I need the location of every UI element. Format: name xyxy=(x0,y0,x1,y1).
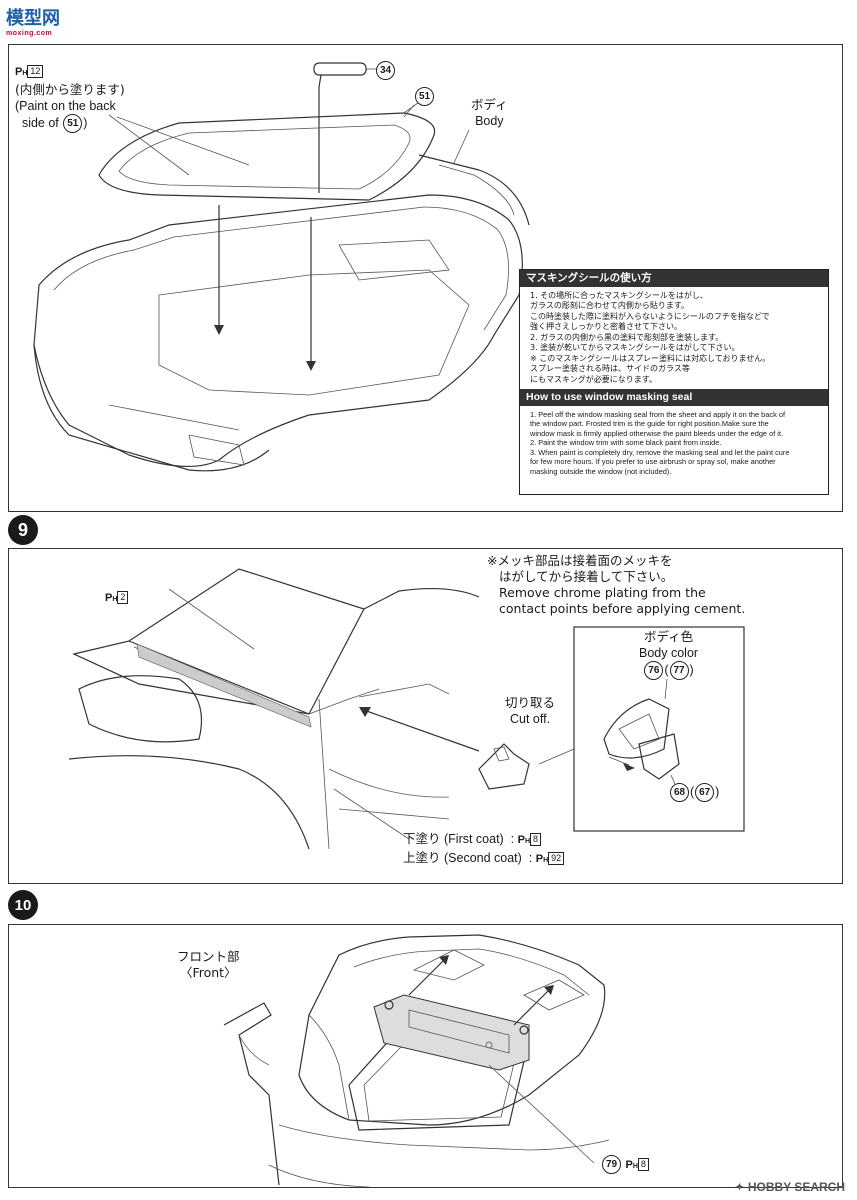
chrome-note-jp-2: はがしてから接着して下さい。 xyxy=(499,569,674,584)
step10-drawing xyxy=(223,934,610,1187)
body-label: ボディ Body xyxy=(471,97,508,129)
paint-note-en-2: side of xyxy=(21,115,59,130)
logo-subtext: moxing.com xyxy=(6,30,53,37)
second-coat-en: (Second coat) xyxy=(444,851,522,865)
body-label-en: Body xyxy=(475,114,504,128)
paint-code-label: PH xyxy=(625,1158,638,1171)
masking-lines-jp: 1. その場所に合ったマスキングシールをはがし、 ガラスの彫刻に合わせて内側から… xyxy=(520,287,828,390)
part-number: 34 xyxy=(376,61,395,80)
part-number: 51 xyxy=(415,87,434,106)
paint-note-en-1: (Paint on the back xyxy=(15,99,116,113)
step9-number: 9 xyxy=(8,515,38,545)
paint-code-label: PH xyxy=(105,592,118,604)
masking-line: 2. ガラスの内側から黒の塗料で彫刻部を塗装します。 xyxy=(530,332,724,342)
masking-line: 1. Peel off the window masking seal from… xyxy=(530,409,785,419)
window-part-label: 51 xyxy=(414,87,435,106)
chrome-note-en-2: contact points before applying cement. xyxy=(499,601,746,616)
site-logo: 模型网 moxing.com xyxy=(6,4,60,37)
cut-off-en: Cut off. xyxy=(509,712,551,726)
bottom-parts-label: 68(67) xyxy=(669,783,719,802)
first-coat-jp: 下塗り xyxy=(403,831,441,846)
mirror-part-label: 34 xyxy=(375,61,396,80)
masking-line: ガラスの彫刻に合わせて内側から貼ります。 xyxy=(530,301,690,310)
masking-line: 3. 塗装が乾いてからマスキングシールをはがして下さい。 xyxy=(530,343,740,352)
masking-instructions: マスキングシールの使い方 1. その場所に合ったマスキングシールをはがし、 ガラ… xyxy=(519,269,829,495)
masking-line: 3. When paint is completely dry, remove … xyxy=(530,447,790,457)
paint-note-jp: (内側から塗ります) xyxy=(15,82,125,97)
body-label-jp: ボディ xyxy=(471,97,508,112)
first-coat-en: (First coat) xyxy=(444,832,504,846)
masking-line: 強く押さえしっかりと密着させて下さい。 xyxy=(530,322,682,331)
masking-title-jp: マスキングシールの使い方 xyxy=(520,270,828,287)
paint-code: 8 xyxy=(637,1158,649,1171)
masking-line: 2. Paint the window trim with some black… xyxy=(530,438,722,448)
part-number: 68 xyxy=(670,783,689,802)
body-color-jp: ボディ色 xyxy=(643,629,694,644)
paint-code-label: PH xyxy=(535,853,549,865)
watermark-icon: ✦ xyxy=(734,1180,745,1194)
masking-line: ※ このマスキングシールはスプレー塗料には対応しておりません。 xyxy=(530,353,771,363)
cut-off-label: 切り取る Cut off. xyxy=(505,695,555,727)
part-number: 51 xyxy=(63,114,83,133)
masking-line: masking outside the window (not included… xyxy=(530,467,672,477)
step10-number: 10 xyxy=(8,890,38,920)
front-label-jp: フロント部 xyxy=(177,949,240,964)
body-color-en: Body color xyxy=(639,646,699,660)
masking-line: for few more hours. If you prefer to use… xyxy=(530,457,776,467)
part-number: 76 xyxy=(644,661,664,680)
masking-line: この時塗装した際に塗料が入らないようにシールのフチを指などで xyxy=(530,311,770,321)
masking-title-en: How to use window masking seal xyxy=(520,389,828,406)
body-color-label: ボディ色 Body color 76(77) xyxy=(639,629,698,680)
masking-line: スプレー塗装される時は、サイドのガラス等 xyxy=(530,364,690,373)
watermark: ✦ HOBBY SEARCH xyxy=(734,1180,845,1194)
paint-code-label: PH xyxy=(15,66,28,78)
chrome-note-en-1: Remove chrome plating from the xyxy=(499,585,706,600)
logo-text: 模型网 xyxy=(6,8,60,28)
part-number: 79 xyxy=(602,1155,621,1174)
cut-off-jp: 切り取る xyxy=(505,695,556,710)
watermark-text: HOBBY SEARCH xyxy=(747,1180,845,1194)
chrome-note: ※メッキ部品は接着面のメッキを はがしてから接着して下さい。 Remove ch… xyxy=(487,553,745,617)
paint-code-label: PH xyxy=(517,834,531,846)
masking-line: the window part. Frosted trim is the gui… xyxy=(530,419,769,429)
paint-code: 2 xyxy=(117,591,129,605)
part-number: 67 xyxy=(695,783,715,802)
second-coat-code: 92 xyxy=(548,852,565,866)
part-number: 77 xyxy=(669,661,689,680)
step8-body-drawing xyxy=(33,62,530,472)
masking-line: 1. その場所に合ったマスキングシールをはがし、 xyxy=(530,290,708,300)
paint-code: 12 xyxy=(27,65,44,79)
first-coat-code: 8 xyxy=(530,833,542,847)
masking-line: にもマスキングが必要になります。 xyxy=(530,374,657,384)
masking-lines-en: 1. Peel off the window masking seal from… xyxy=(520,406,828,481)
front-label-en: 〈Front〉 xyxy=(179,965,237,980)
second-coat-jp: 上塗り xyxy=(403,850,441,865)
chrome-note-jp-1: ※メッキ部品は接着面のメッキを xyxy=(487,553,673,568)
masking-line: window mask is firmly applied otherwise … xyxy=(530,428,784,438)
step9-drawing xyxy=(68,568,745,850)
front-label: フロント部 〈Front〉 xyxy=(177,949,240,981)
